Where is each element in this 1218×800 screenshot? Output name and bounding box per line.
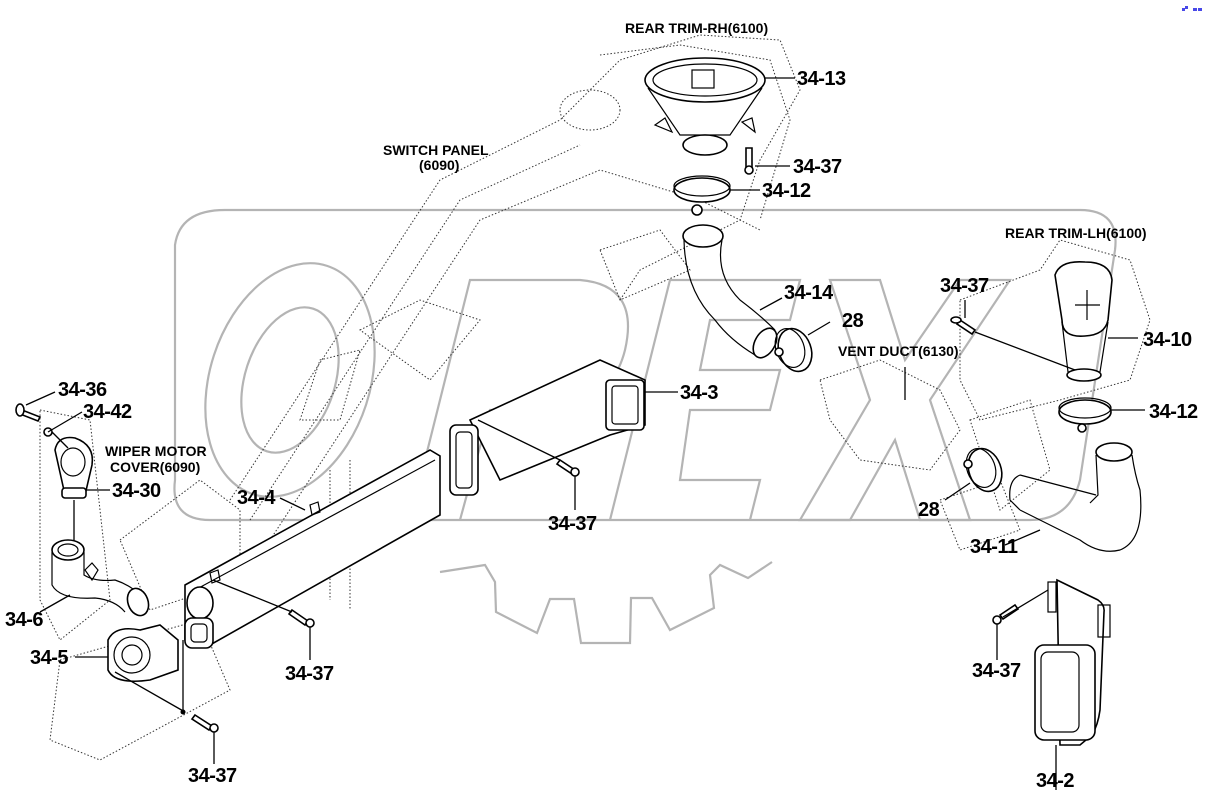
part-28-clamp-upper <box>774 327 813 373</box>
part-34-10-rear-nozzle-lh <box>1054 260 1113 382</box>
callout-34-2: 34-2 <box>1036 770 1074 792</box>
part-34-3-duct-elbow <box>449 359 646 496</box>
callout-34-3: 34-3 <box>680 382 718 404</box>
callout-34-37: 34-37 <box>188 765 237 787</box>
callout-34-37: 34-37 <box>793 156 842 178</box>
label-switch-panel: SWITCH PANEL <box>383 142 489 158</box>
part-34-5-outlet <box>107 624 179 683</box>
callout-28: 28 <box>918 499 940 521</box>
part-34-14-hose-upper <box>682 224 778 359</box>
label-wiper-motor-code: COVER(6090) <box>110 459 200 475</box>
callout-34-42: 34-42 <box>83 401 132 423</box>
corner-mark-icon <box>1182 6 1202 11</box>
callout-34-37: 34-37 <box>940 275 989 297</box>
label-switch-panel-code: (6090) <box>419 157 459 173</box>
callout-34-6: 34-6 <box>5 609 43 631</box>
part-34-12-clamp-lower <box>1058 397 1112 433</box>
part-34-11-hose-lower <box>1009 442 1142 552</box>
label-rear-trim-lh: REAR TRIM-LH(6100) <box>1005 225 1147 241</box>
callout-34-37: 34-37 <box>548 513 597 535</box>
callout-34-37: 34-37 <box>285 663 334 685</box>
label-wiper-motor: WIPER MOTOR <box>105 443 207 459</box>
label-vent-duct: VENT DUCT(6130) <box>838 343 959 359</box>
part-34-4-long-duct <box>184 449 441 649</box>
callout-34-4: 34-4 <box>237 487 276 509</box>
callout-34-36: 34-36 <box>58 379 107 401</box>
leader-lines <box>25 77 1145 790</box>
callout-34-12: 34-12 <box>762 180 811 202</box>
part-34-30-elbow-top <box>54 436 94 499</box>
part-34-13-rear-nozzle <box>644 57 766 156</box>
callout-28: 28 <box>842 310 864 332</box>
part-28-clamp-lower <box>963 447 1003 493</box>
callout-34-14: 34-14 <box>784 282 834 304</box>
callout-34-30: 34-30 <box>112 480 161 502</box>
callout-34-10: 34-10 <box>1143 329 1192 351</box>
part-34-6-elbow-tube <box>51 539 150 617</box>
label-rear-trim-rh: REAR TRIM-RH(6100) <box>625 20 768 36</box>
callout-34-11: 34-11 <box>970 536 1018 558</box>
callout-34-12: 34-12 <box>1149 401 1198 423</box>
callout-34-5: 34-5 <box>30 647 68 669</box>
callout-34-13: 34-13 <box>797 68 846 90</box>
screw-icons <box>15 147 1020 733</box>
part-34-2-outlet-duct <box>1034 578 1111 746</box>
callout-34-37: 34-37 <box>972 660 1021 682</box>
